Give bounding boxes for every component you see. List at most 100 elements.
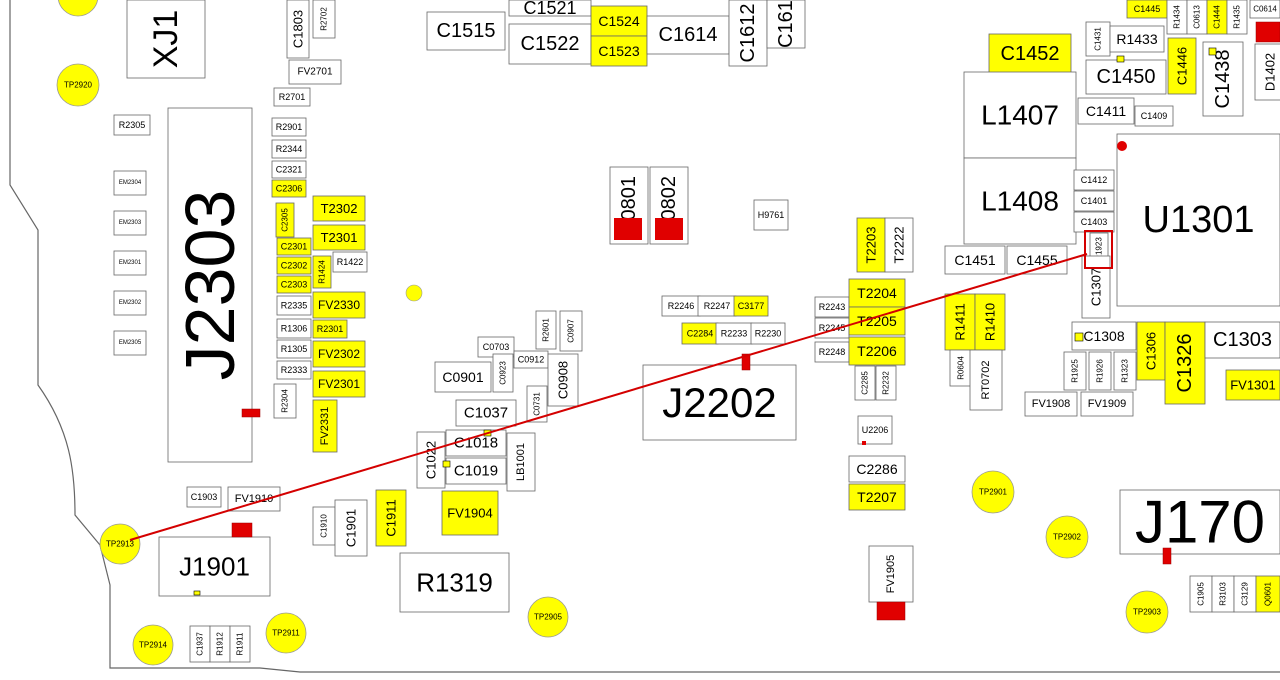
- component-r2232[interactable]: R2232: [875, 365, 897, 401]
- component-r0604[interactable]: R0604: [949, 349, 973, 387]
- component-fv1905[interactable]: FV1905: [868, 545, 914, 603]
- component-c1018[interactable]: C1018: [445, 429, 507, 457]
- component-r2304[interactable]: R2304: [273, 383, 297, 419]
- component-r2246[interactable]: R2246: [661, 295, 701, 317]
- component-t2203[interactable]: T2203: [856, 217, 886, 273]
- component-fv2330[interactable]: FV2330: [312, 291, 366, 319]
- component-fv2701[interactable]: FV2701: [288, 59, 342, 85]
- component-c1522[interactable]: C1522: [508, 23, 592, 65]
- component-r2333[interactable]: R2333: [276, 360, 312, 380]
- testpoint-tp2913[interactable]: TP2913: [99, 523, 141, 565]
- component-c0613[interactable]: C0613: [1186, 0, 1208, 35]
- component-j2202[interactable]: J2202: [642, 364, 797, 441]
- component-c1901[interactable]: C1901: [334, 499, 368, 557]
- component-r2335[interactable]: R2335: [276, 295, 312, 316]
- component-r1411[interactable]: R1411: [944, 293, 976, 351]
- component-c1412[interactable]: C1412: [1073, 169, 1115, 191]
- component-c1019[interactable]: C1019: [445, 457, 507, 485]
- component-c0912[interactable]: C0912: [513, 350, 549, 369]
- component-r1911[interactable]: R1911: [229, 625, 251, 663]
- component-u2206[interactable]: U2206: [857, 415, 893, 445]
- component-r2243[interactable]: R2243: [814, 296, 850, 318]
- component-r2701[interactable]: R2701: [273, 87, 311, 107]
- component-c3177[interactable]: C3177: [733, 295, 769, 317]
- component-r1410[interactable]: R1410: [974, 293, 1006, 351]
- component-c2285[interactable]: C2285: [854, 365, 876, 401]
- component-c1803[interactable]: C1803: [286, 0, 310, 59]
- component-xj[interactable]: XJ1: [126, 0, 206, 79]
- component-r1926[interactable]: R1926: [1088, 351, 1112, 391]
- component-r2247[interactable]: R2247: [697, 295, 737, 317]
- component-r2702[interactable]: R2702: [312, 0, 336, 39]
- component-c2286[interactable]: C2286: [848, 455, 906, 483]
- component-c1326[interactable]: C1326: [1164, 321, 1206, 405]
- component-fv2301[interactable]: FV2301: [312, 370, 366, 398]
- component-h9761[interactable]: H9761: [753, 199, 789, 231]
- component-fv1908[interactable]: FV1908: [1024, 391, 1078, 417]
- component-r2601[interactable]: R2601: [535, 310, 557, 350]
- component-t2222[interactable]: T2222: [884, 217, 914, 273]
- component-c1303[interactable]: C1303: [1204, 321, 1280, 359]
- component-c1445[interactable]: C1445: [1126, 0, 1168, 19]
- component-j1901[interactable]: J1901: [158, 536, 271, 597]
- component-c1307[interactable]: C1307: [1081, 255, 1111, 319]
- testpoint-tp2905[interactable]: TP2905: [527, 596, 569, 638]
- component-r1306[interactable]: R1306: [276, 318, 312, 339]
- component-c2305[interactable]: C2305: [275, 202, 295, 238]
- component-c1037[interactable]: C1037: [455, 399, 517, 427]
- component-c0731[interactable]: C0731: [526, 385, 548, 423]
- component-j170[interactable]: J170: [1119, 489, 1280, 556]
- component-c0923[interactable]: C0923: [492, 353, 514, 393]
- component-r1435[interactable]: R1435: [1226, 0, 1248, 35]
- component-c1911[interactable]: C1911: [375, 489, 407, 547]
- component-c2284[interactable]: C2284: [681, 322, 719, 345]
- component-c2303[interactable]: C2303: [276, 275, 312, 294]
- component-r2901[interactable]: R2901: [271, 117, 307, 137]
- component-c1401[interactable]: C1401: [1073, 190, 1115, 212]
- component-l1408[interactable]: L1408: [963, 157, 1077, 245]
- component-c1411[interactable]: C1411: [1077, 97, 1135, 125]
- component-c1903[interactable]: C1903: [186, 486, 222, 508]
- component-r1319[interactable]: R1319: [399, 552, 510, 613]
- component-r2245[interactable]: R2245: [814, 317, 850, 339]
- component-c1022[interactable]: C1022: [416, 431, 446, 489]
- component-r1424[interactable]: R1424: [312, 255, 332, 289]
- component-c3129[interactable]: C3129: [1233, 575, 1257, 613]
- component-c0614[interactable]: C0614: [1249, 0, 1280, 19]
- testpoint-tp2902[interactable]: TP2902: [1045, 515, 1089, 559]
- component-c2302[interactable]: C2302: [276, 256, 312, 275]
- component-c1910[interactable]: C1910: [312, 506, 336, 546]
- component-r2248[interactable]: R2248: [814, 341, 850, 363]
- component-r1912[interactable]: R1912: [209, 625, 231, 663]
- component-c1403[interactable]: C1403: [1073, 211, 1115, 233]
- component-r1925[interactable]: R1925: [1063, 351, 1087, 391]
- component-c1446[interactable]: C1446: [1167, 37, 1197, 95]
- component-t2302[interactable]: T2302: [312, 195, 366, 222]
- component-r3103[interactable]: R3103: [1211, 575, 1235, 613]
- component-t2207[interactable]: T2207: [848, 483, 906, 511]
- component-fv2331[interactable]: FV2331: [312, 399, 338, 453]
- component-r2344[interactable]: R2344: [271, 139, 307, 159]
- component-c1614[interactable]: C1614: [646, 15, 730, 55]
- component-em2302[interactable]: EM2302: [113, 290, 147, 316]
- component-c0908[interactable]: C0908: [547, 353, 579, 407]
- component-c1452[interactable]: C1452: [988, 33, 1072, 75]
- selected-pin-highlight[interactable]: [1084, 230, 1113, 269]
- component-fv1301[interactable]: FV1301: [1225, 369, 1280, 401]
- component-c1523[interactable]: C1523: [590, 35, 648, 67]
- component-c1409[interactable]: C1409: [1134, 105, 1174, 127]
- testpoint-tp2701[interactable]: TP2701: [58, 0, 98, 17]
- component-r1434[interactable]: R1434: [1166, 0, 1188, 35]
- component-t2206[interactable]: T2206: [848, 336, 906, 366]
- component-r1305[interactable]: R1305: [276, 339, 312, 359]
- component-r2233[interactable]: R2233: [715, 322, 753, 345]
- component-r1323[interactable]: R1323: [1113, 351, 1137, 391]
- component-c1515[interactable]: C1515: [426, 11, 506, 51]
- component-c1451[interactable]: C1451: [944, 245, 1006, 275]
- component-fv1910[interactable]: FV1910: [227, 486, 281, 512]
- testpoint-tp2911[interactable]: TP2911: [265, 612, 307, 654]
- component-c1431[interactable]: C1431: [1085, 21, 1111, 57]
- component-rt0702[interactable]: RT0702: [969, 349, 1003, 411]
- testpoint-tp2903[interactable]: TP2903: [1125, 590, 1169, 634]
- component-c2301[interactable]: C2301: [276, 237, 312, 256]
